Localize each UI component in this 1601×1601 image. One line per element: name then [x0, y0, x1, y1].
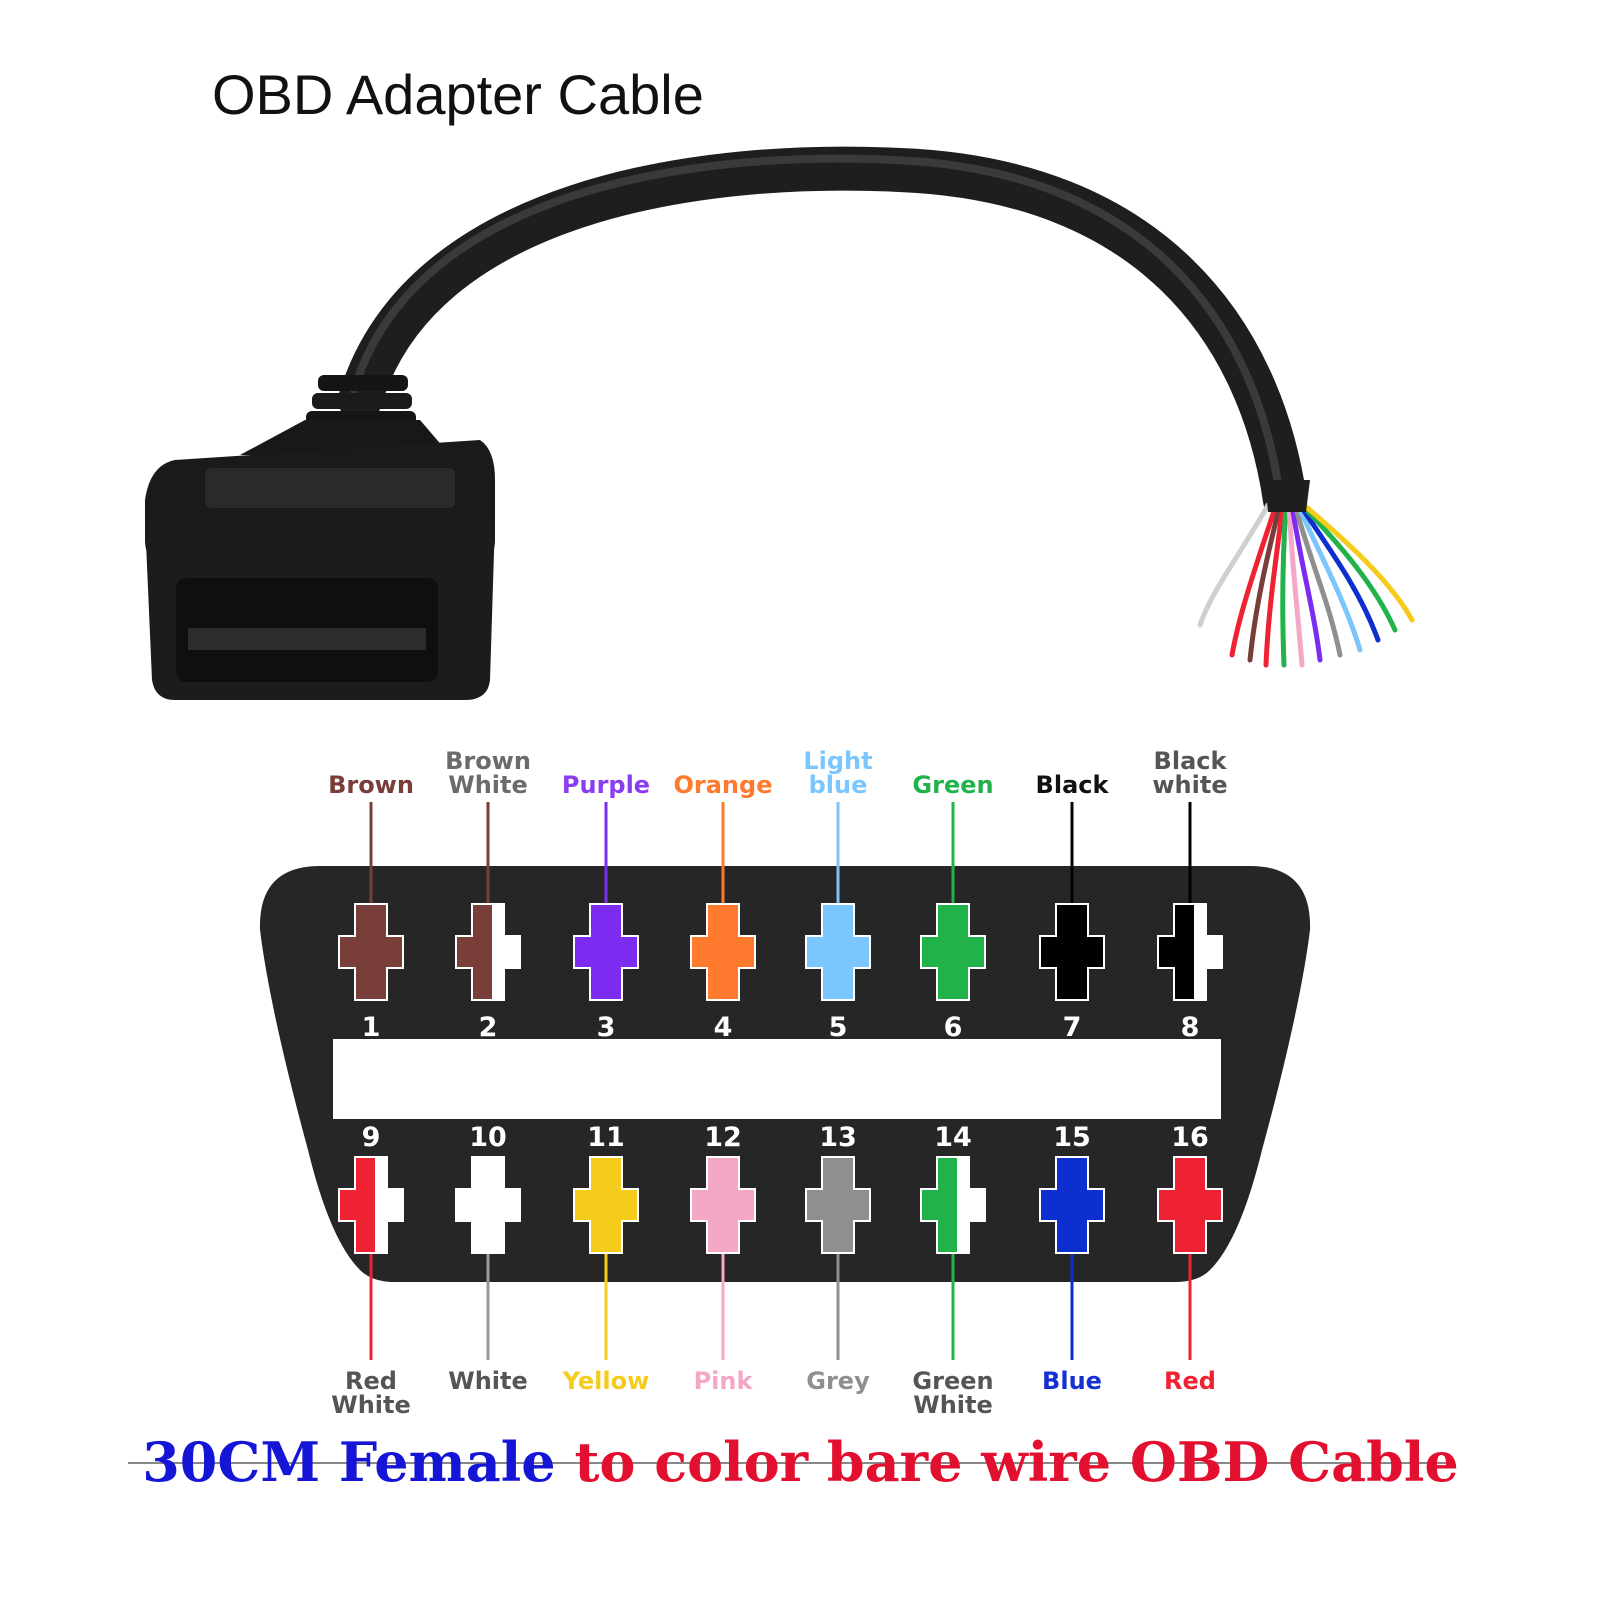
- wire-color-label: Green: [912, 1367, 993, 1395]
- pin-contact: [690, 1156, 756, 1254]
- pin-stripe: [375, 1157, 403, 1253]
- wire-color-label: Pink: [694, 1367, 754, 1395]
- pin-number: 4: [714, 1012, 733, 1043]
- pin-number: 13: [819, 1122, 857, 1153]
- pin-number: 9: [362, 1122, 381, 1153]
- pin-number: 5: [829, 1012, 848, 1043]
- pin-number: 6: [944, 1012, 963, 1043]
- pin-1: 1 Brown: [328, 771, 414, 1043]
- wire-color-label: blue: [809, 771, 868, 799]
- pin-contact: [573, 903, 639, 1001]
- pin-3: 3 Purple: [562, 771, 650, 1043]
- pin-number: 15: [1053, 1122, 1091, 1153]
- pin-contact: [805, 1156, 871, 1254]
- pins-bottom-row: 9RedWhite10White11Yellow12Pink13Grey14Gr…: [331, 1122, 1223, 1419]
- pin-contact: [805, 903, 871, 1001]
- pin-number: 2: [479, 1012, 498, 1043]
- pin-stripe: [492, 904, 520, 1000]
- pin-number: 11: [587, 1122, 625, 1153]
- wire-color-label: Black: [1036, 771, 1110, 799]
- page-title: OBD Adapter Cable: [212, 63, 704, 126]
- connector-head: [145, 440, 495, 700]
- pin-number: 7: [1063, 1012, 1082, 1043]
- pin-number: 3: [597, 1012, 616, 1043]
- wire-color-label: Grey: [806, 1367, 870, 1395]
- pin-contact: [1157, 1156, 1223, 1254]
- wire-color-label: White: [331, 1391, 411, 1419]
- pin-number: 16: [1171, 1122, 1209, 1153]
- pin-contact: [338, 903, 404, 1001]
- pin-number: 10: [469, 1122, 507, 1153]
- pin-number: 14: [934, 1122, 972, 1153]
- strain-relief: [240, 375, 450, 455]
- wire-color-label: Yellow: [562, 1367, 650, 1395]
- pin-contact: [1039, 903, 1105, 1001]
- pin-contact: [920, 903, 986, 1001]
- footer-caption-red: to color bare wire OBD Cable: [574, 1430, 1459, 1494]
- pin-6: 6 Green: [912, 771, 993, 1043]
- footer-caption-blue: 30CM Female: [142, 1430, 556, 1494]
- wire-color-label: white: [1152, 771, 1227, 799]
- pin-contact: [455, 1156, 521, 1254]
- pin-stripe: [957, 1157, 985, 1253]
- cable-body: [338, 146, 1307, 522]
- pin-number: 1: [362, 1012, 381, 1043]
- wire-color-label: Red: [345, 1367, 397, 1395]
- pin-7: 7 Black: [1036, 771, 1110, 1043]
- pin-4: 4 Orange: [674, 771, 773, 1043]
- wire-color-label: Blue: [1042, 1367, 1102, 1395]
- pin-number: 8: [1181, 1012, 1200, 1043]
- footer-rule: [128, 1462, 1446, 1464]
- wire-color-label: Brown: [328, 771, 414, 799]
- wire-color-label: Green: [912, 771, 993, 799]
- pin-stripe: [1194, 904, 1222, 1000]
- pin-number: 12: [704, 1122, 742, 1153]
- wire-color-label: Light: [803, 747, 872, 775]
- bare-wires: [1197, 502, 1415, 668]
- connector-center-slot: [333, 1039, 1221, 1119]
- pin-contact: [690, 903, 756, 1001]
- wire-color-label: White: [448, 771, 528, 799]
- wire-color-label: Red: [1164, 1367, 1216, 1395]
- wire-color-label: Brown: [445, 747, 531, 775]
- wire-color-label: Black: [1154, 747, 1228, 775]
- footer-caption: 30CM Female to color bare wire OBD Cable: [0, 1430, 1601, 1494]
- wire-color-label: White: [913, 1391, 993, 1419]
- wire-color-label: Purple: [562, 771, 650, 799]
- pin-contact: [1039, 1156, 1105, 1254]
- wire-color-label: Orange: [674, 771, 773, 799]
- connector-face: [259, 866, 1311, 1282]
- cable-illustration: [145, 146, 1415, 700]
- pins-top-row: 1Brown2BrownWhite3Purple4Orange5Lightblu…: [328, 747, 1228, 1043]
- wire-color-label: White: [448, 1367, 528, 1395]
- pin-contact: [573, 1156, 639, 1254]
